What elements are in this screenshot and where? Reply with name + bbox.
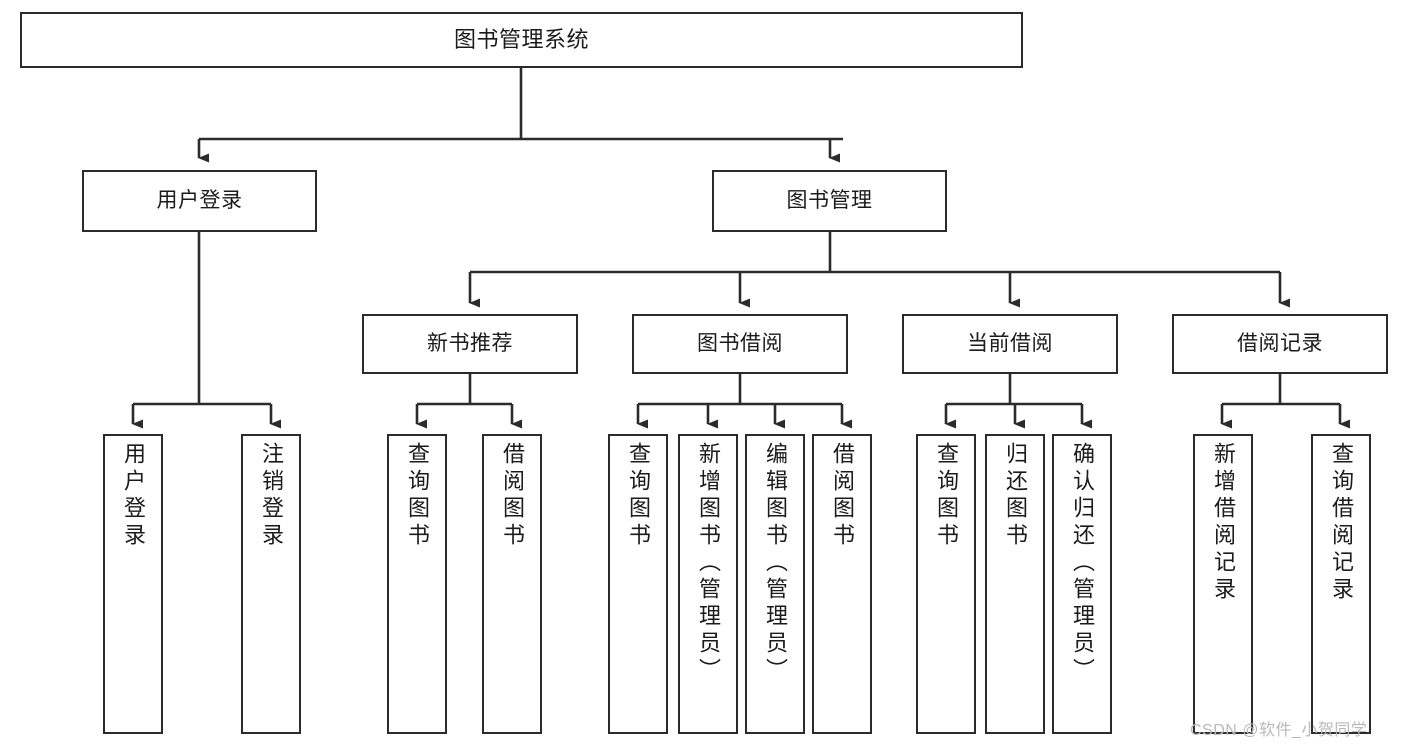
node-label: 编辑图书（管理员）	[763, 442, 788, 685]
node-label: 新书推荐	[427, 332, 513, 356]
node-label: 用户登录	[156, 189, 243, 213]
node-label: 新增借阅记录	[1211, 442, 1236, 604]
node-label: 注销登录	[259, 442, 284, 550]
leaf-query-book-current[interactable]: 查询图书	[916, 434, 976, 734]
leaf-query-borrow-record[interactable]: 查询借阅记录	[1311, 434, 1371, 734]
leaf-return-book[interactable]: 归还图书	[985, 434, 1045, 734]
node-label: 图书管理系统	[453, 26, 589, 52]
node-label: 查询借阅记录	[1329, 442, 1354, 604]
node-label: 新增图书（管理员）	[696, 442, 721, 685]
leaf-logout[interactable]: 注销登录	[241, 434, 301, 734]
node-label: 确认归还（管理员）	[1070, 442, 1095, 685]
leaf-confirm-return-admin[interactable]: 确认归还（管理员）	[1052, 434, 1112, 734]
node-label: 图书借阅	[697, 332, 783, 356]
node-label: 查询图书	[405, 442, 430, 550]
node-label: 图书管理	[786, 189, 873, 213]
leaf-borrow-book-recommend[interactable]: 借阅图书	[482, 434, 542, 734]
node-label: 当前借阅	[967, 332, 1053, 356]
node-label: 借阅记录	[1237, 332, 1323, 356]
node-current-borrow[interactable]: 当前借阅	[902, 314, 1118, 374]
csdn-watermark: CSDN @软件_小贺同学	[1190, 722, 1368, 739]
node-label: 查询图书	[934, 442, 959, 550]
node-label: 归还图书	[1003, 442, 1028, 550]
leaf-user-login[interactable]: 用户登录	[103, 434, 163, 734]
node-user-login[interactable]: 用户登录	[82, 170, 317, 232]
node-root-system[interactable]: 图书管理系统	[20, 12, 1023, 68]
node-book-borrow[interactable]: 图书借阅	[632, 314, 848, 374]
leaf-add-book-admin[interactable]: 新增图书（管理员）	[678, 434, 738, 734]
node-borrow-records[interactable]: 借阅记录	[1172, 314, 1388, 374]
leaf-borrow-book[interactable]: 借阅图书	[812, 434, 872, 734]
leaf-query-book-recommend[interactable]: 查询图书	[387, 434, 447, 734]
node-label: 查询图书	[626, 442, 651, 550]
node-label: 借阅图书	[830, 442, 855, 550]
node-new-book-recommend[interactable]: 新书推荐	[362, 314, 578, 374]
leaf-query-book-borrow[interactable]: 查询图书	[608, 434, 668, 734]
leaf-add-borrow-record[interactable]: 新增借阅记录	[1193, 434, 1253, 734]
node-label: 借阅图书	[500, 442, 525, 550]
node-book-management[interactable]: 图书管理	[712, 170, 947, 232]
leaf-edit-book-admin[interactable]: 编辑图书（管理员）	[745, 434, 805, 734]
node-label: 用户登录	[121, 442, 146, 550]
